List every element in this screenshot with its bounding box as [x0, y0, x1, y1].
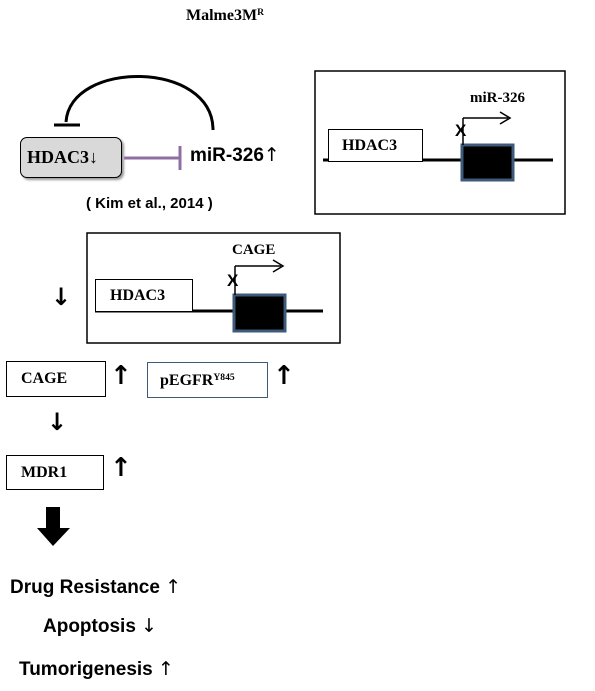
title-superscript: R — [257, 6, 265, 18]
outcome-tumorigenesis-arrow: ↑ — [158, 658, 174, 680]
mir-326-label: miR-326↑ — [190, 144, 280, 166]
panel-cage-gene-label: HDAC3 — [110, 287, 166, 304]
feedback-arc — [64, 74, 215, 131]
outcome-tumorigenesis: Tumorigenesis ↑ — [19, 658, 174, 680]
cage-up-arrow: ↑ — [110, 361, 132, 391]
outcome-tumorigenesis-label: Tumorigenesis — [19, 659, 153, 680]
hdac3-down-arrow: ↓ — [89, 147, 98, 167]
panel-cage-cross-mark: X — [227, 271, 239, 290]
panel-mir-gene-label: HDAC3 — [342, 137, 398, 154]
big-arrow-head — [37, 528, 70, 546]
hdac3-box: HDAC3↓ — [20, 137, 122, 178]
panel-cage-exon-box — [232, 293, 287, 333]
pegfr-box: pEGFRY845 — [147, 362, 268, 398]
panel-cage-promoter-arrowhead — [272, 259, 285, 273]
cage-box-label: CAGE — [21, 370, 68, 387]
panel-mir-promoter-label: miR-326 — [470, 90, 525, 106]
mdr1-up-arrow: ↑ — [110, 453, 132, 483]
title-base: Malme3M — [186, 7, 258, 24]
pegfr-box-label: pEGFRY845 — [160, 371, 235, 389]
panel-cage-gene-box: HDAC3 — [95, 279, 193, 312]
outcome-apoptosis-arrow: ↓ — [141, 615, 158, 637]
panel-cage-frame — [86, 232, 341, 344]
diagram-title: Malme3MR — [186, 6, 265, 24]
hdac3-label: HDAC3 — [27, 147, 89, 167]
panel-mir-exon-box — [460, 143, 515, 182]
panel-mir-cross-mark: X — [455, 121, 467, 140]
mir-326-up-arrow: ↑ — [263, 144, 280, 166]
panel-mir-frame — [314, 70, 566, 215]
panel-mir-gene-box: HDAC3 — [328, 129, 423, 162]
big-arrow-shaft — [46, 507, 60, 529]
panel-cage-promoter-label: CAGE — [232, 242, 276, 258]
outcome-apoptosis-label: Apoptosis — [43, 616, 136, 637]
outcome-drug-resistance-label: Drug Resistance — [10, 577, 160, 598]
pegfr-superscript: Y845 — [213, 371, 235, 383]
citation: ( Kim et al., 2014 ) — [86, 195, 213, 212]
outcome-drug-resistance: Drug Resistance ↑ — [10, 576, 182, 598]
mdr1-box-label: MDR1 — [21, 464, 68, 481]
pegfr-base: pEGFR — [160, 372, 214, 389]
outcome-apoptosis: Apoptosis ↓ — [43, 615, 158, 637]
hdac3-box-text: HDAC3↓ — [27, 148, 98, 166]
cage-box: CAGE — [6, 361, 106, 397]
mir-326-text: miR-326 — [190, 145, 264, 166]
panel-mir-promoter-arrowhead — [499, 111, 512, 125]
mdr1-box: MDR1 — [6, 455, 104, 490]
down-arrow-to-cage-panel: ↓ — [51, 283, 72, 311]
outcome-drug-resistance-arrow: ↑ — [165, 576, 182, 598]
down-arrow-to-mdr1: ↓ — [47, 408, 68, 436]
pegfr-up-arrow: ↑ — [273, 361, 295, 391]
